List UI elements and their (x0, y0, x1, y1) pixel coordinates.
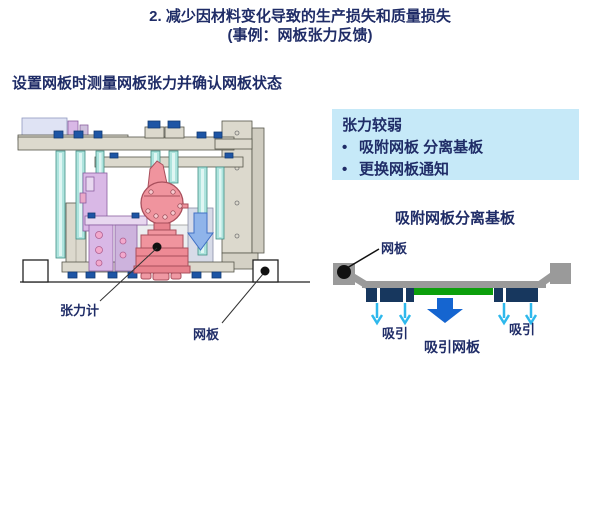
purple-valve-assembly (79, 172, 148, 272)
screen-plate-label: 网板 (193, 327, 220, 342)
suction-diagram-title: 吸附网板分离基板 (394, 210, 515, 227)
bullet-icon: • (342, 161, 348, 178)
suction-arrows (370, 303, 538, 326)
leader-line (346, 248, 380, 269)
info-bullet-2-text: 更换网板通知 (359, 161, 450, 178)
screen-plate-baseline (20, 259, 310, 283)
info-bullet-1-text: 吸附网板 分离基板 (359, 139, 484, 156)
screen-plate-dot (260, 266, 270, 276)
info-box-heading: 张力较弱 (342, 117, 403, 134)
title-line1: 2. 减少因材料变化导致的生产损失和质量损失 (149, 8, 451, 25)
suction-diagram (333, 248, 571, 326)
machine-figure (17, 117, 310, 324)
page-title: 2. 减少因材料变化导致的生产损失和质量损失 (事例：网板张力反馈) (0, 7, 600, 45)
tension-meter-dot (152, 242, 162, 252)
info-bullet-1: • 吸附网板 分离基板 (342, 137, 569, 159)
info-bullet-2: • 更换网板通知 (342, 159, 569, 181)
plate-frame (333, 263, 571, 289)
suction-left-label: 吸引 (382, 326, 409, 341)
leader-lines (99, 247, 264, 324)
bullet-icon: • (342, 139, 348, 156)
title-line2: (事例：网板张力反馈) (227, 27, 373, 44)
screen-plate-label: 网板 (381, 241, 408, 256)
tension-meter-label: 张力计 (60, 303, 100, 318)
suction-right-label: 吸引 (509, 322, 536, 337)
tension-info-box: 张力较弱 • 吸附网板 分离基板 • 更换网板通知 (332, 109, 579, 180)
suction-blocks (366, 288, 538, 302)
down-arrow-icon (187, 212, 214, 251)
suction-screen-label: 吸引网板 (424, 339, 480, 355)
tension-gauge (133, 160, 191, 281)
section-heading: 设置网板时测量网板张力并确认网板状态 (12, 75, 283, 92)
pull-down-arrow-icon (427, 298, 463, 323)
substrate-strip (413, 288, 493, 295)
